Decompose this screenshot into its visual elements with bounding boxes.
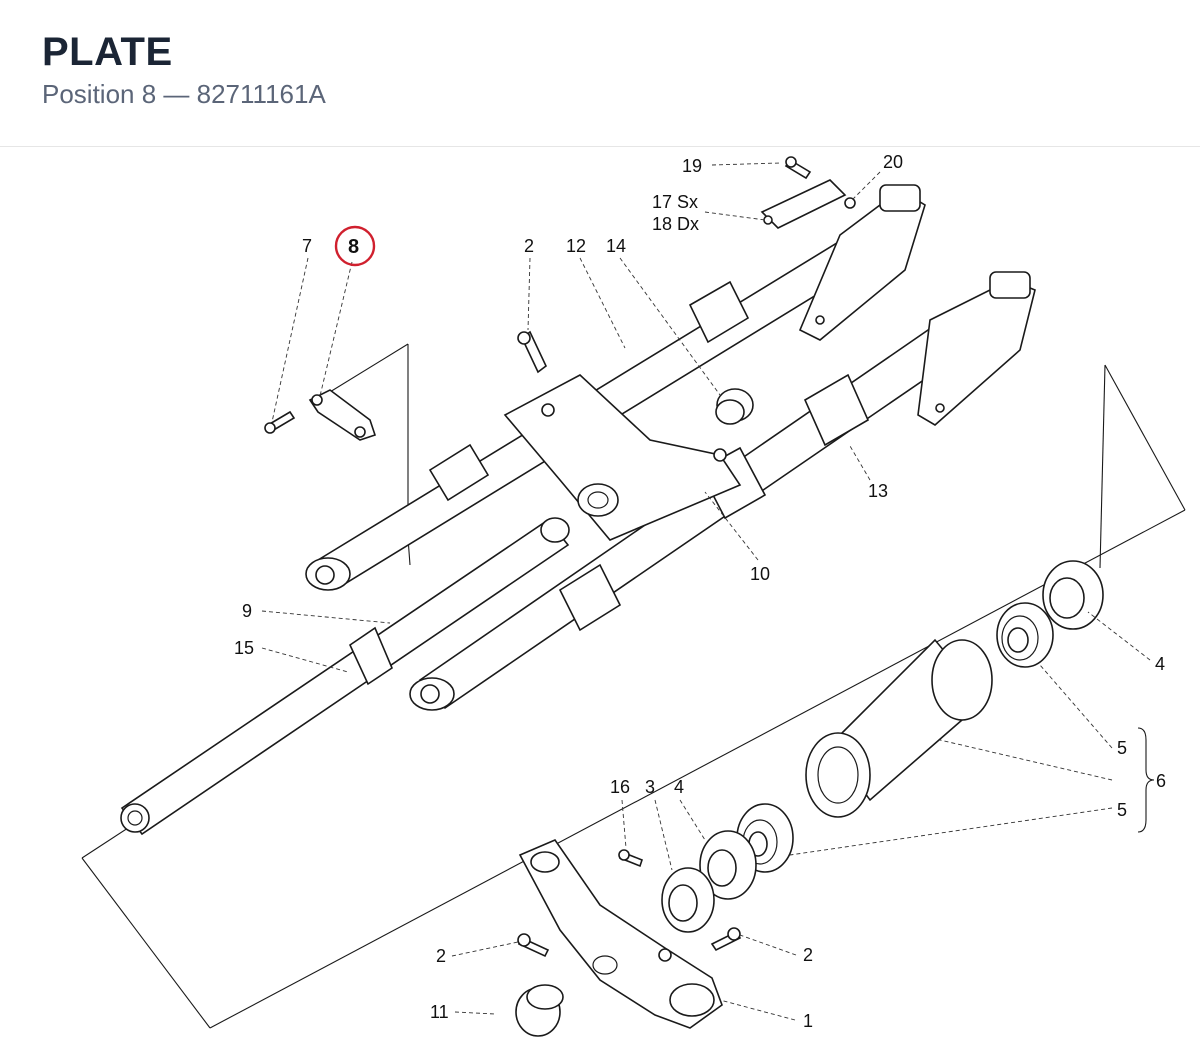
lower-crown-plate [518, 839, 723, 1029]
callout-2-lower-right: 2 [803, 945, 813, 965]
page-header: PLATE Position 8 — 82711161A [0, 0, 1200, 147]
callout-4-lower: 4 [674, 777, 684, 797]
screw-2-top [517, 330, 548, 374]
caliper-brackets [798, 184, 1036, 426]
group-brace [1137, 727, 1155, 833]
callout-3: 3 [645, 777, 655, 797]
callout-2-top: 2 [524, 236, 534, 256]
screw-16 [618, 849, 643, 868]
screw-2-lower-right [710, 927, 742, 952]
page-subtitle: Position 8 — 82711161A [42, 79, 326, 109]
screw-7 [264, 410, 296, 434]
callout-7: 7 [302, 236, 312, 256]
screw-2-lower-left [517, 933, 550, 958]
exploded-parts-diagram: 19 20 17 Sx 18 Dx 7 8 2 12 14 13 10 9 15… [81, 152, 1186, 1037]
callout-14: 14 [606, 236, 626, 256]
plate-part-8 [308, 389, 377, 441]
callout-6: 6 [1156, 771, 1166, 791]
nut-11 [515, 984, 564, 1037]
callout-9: 9 [242, 601, 252, 621]
callout-2-lower-left: 2 [436, 946, 446, 966]
callout-8-highlighted: 8 [348, 236, 359, 258]
head-tube-6 [805, 638, 993, 818]
steering-stem [120, 517, 570, 836]
cap-14 [715, 388, 754, 425]
callout-18: 18 Dx [652, 214, 699, 234]
callout-16: 16 [610, 777, 630, 797]
leader-lines [261, 162, 1151, 1021]
highlight-ring [334, 225, 376, 267]
callout-11: 11 [430, 1002, 449, 1022]
callout-4-upper: 4 [1155, 654, 1165, 674]
callout-20: 20 [883, 152, 903, 172]
bracket-17-18 [760, 179, 847, 229]
assembly-outline [81, 343, 1186, 1029]
ring-nut-3 [661, 867, 715, 933]
screw-19 [784, 156, 812, 180]
bearing-4-upper [1042, 560, 1104, 630]
callout-19: 19 [682, 156, 702, 176]
callout-1: 1 [803, 1011, 813, 1031]
callout-10: 10 [750, 564, 770, 584]
callout-13: 13 [868, 481, 888, 501]
callout-5-upper: 5 [1117, 738, 1127, 758]
bearing-4-lower [699, 830, 757, 900]
upper-crown-plate [503, 374, 742, 541]
callout-12: 12 [566, 236, 586, 256]
page-title: PLATE [42, 30, 173, 74]
callout-5-lower: 5 [1117, 800, 1127, 820]
callout-15: 15 [234, 638, 254, 658]
bearing-5-upper [996, 602, 1054, 668]
callout-17: 17 Sx [652, 192, 698, 212]
nut-20 [844, 197, 856, 209]
